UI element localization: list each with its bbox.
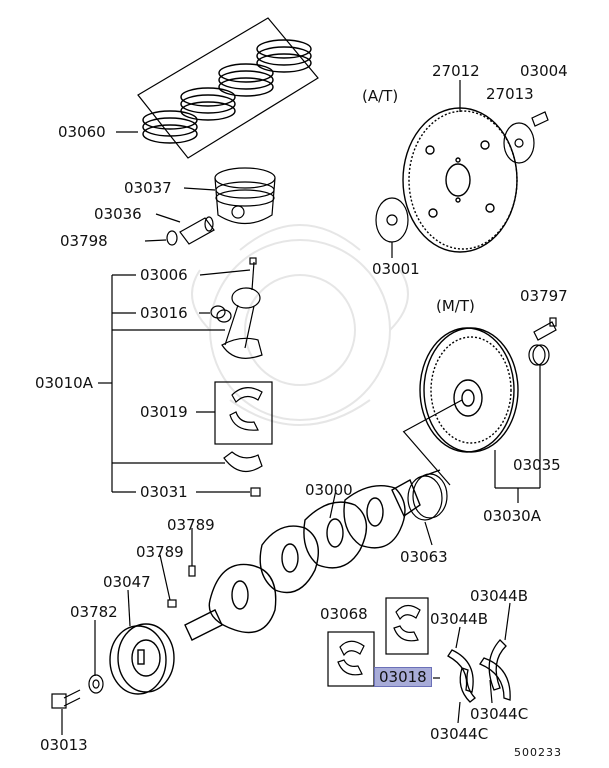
key-icon[interactable] (188, 565, 196, 577)
label-03798[interactable]: 03798 (60, 232, 108, 250)
label-03789[interactable]: 03789 (167, 516, 215, 534)
label-03044B[interactable]: 03044B (430, 610, 489, 628)
oil-seal-icon[interactable] (407, 473, 448, 521)
leader-03000 (417, 469, 441, 479)
label-03047[interactable]: 03047 (103, 573, 151, 591)
drive-plate-bolt-icon[interactable] (531, 111, 549, 127)
label-03789[interactable]: 03789 (136, 543, 184, 561)
bracket-03010A (98, 274, 225, 493)
piston-icon[interactable] (214, 167, 276, 225)
rod-bolt-icon[interactable] (249, 257, 257, 291)
snap-ring-icon[interactable] (166, 230, 178, 246)
label-03001[interactable]: 03001 (372, 260, 420, 278)
rod-cap-icon[interactable] (223, 451, 263, 473)
variant-at-label: (A/T) (362, 87, 399, 105)
leaders-03044 (455, 602, 511, 724)
crankshaft-icon[interactable] (184, 479, 421, 641)
label-03060[interactable]: 03060 (58, 123, 106, 141)
label-03068[interactable]: 03068 (320, 605, 368, 623)
label-03044C[interactable]: 03044C (470, 705, 529, 723)
rod-nut-icon[interactable] (250, 487, 261, 497)
label-27012[interactable]: 27012 (432, 62, 480, 80)
thrust-washer-icon[interactable] (447, 639, 511, 703)
piston-pin-icon[interactable] (179, 216, 215, 245)
diagram-code: 500233 (514, 746, 562, 759)
label-03044C[interactable]: 03044C (430, 725, 489, 743)
label-03019[interactable]: 03019 (140, 403, 188, 421)
rod-bearing-icon[interactable] (229, 387, 263, 431)
watermark-logo (191, 224, 409, 426)
label-03782[interactable]: 03782 (70, 603, 118, 621)
mt-flywheel-icon[interactable] (419, 327, 519, 453)
bearing-box-03068 (327, 631, 375, 687)
label-03063[interactable]: 03063 (400, 548, 448, 566)
label-03013[interactable]: 03013 (40, 736, 88, 754)
pilot-bearing-icon[interactable] (528, 344, 550, 366)
label-03044B[interactable]: 03044B (470, 587, 529, 605)
label-03030A[interactable]: 03030A (483, 507, 541, 525)
piston-rings-icon[interactable] (137, 17, 319, 159)
connecting-rod-icon[interactable] (221, 287, 263, 359)
label-03010A[interactable]: 03010A (35, 374, 93, 392)
drive-plate-icon[interactable] (402, 107, 518, 253)
bearing-box-03019 (214, 381, 273, 445)
spacer-plate-icon[interactable] (375, 197, 409, 243)
label-03031[interactable]: 03031 (140, 483, 188, 501)
variant-mt-label: (M/T) (436, 297, 475, 315)
leaders-left (61, 131, 337, 735)
flywheel-bolt-icon[interactable] (533, 317, 557, 341)
washer-icon[interactable] (88, 674, 104, 694)
label-03018-highlighted[interactable]: 03018 (374, 667, 432, 687)
crank-pulley-icon[interactable] (109, 623, 175, 695)
leaders-flywheel (402, 365, 541, 503)
label-03004[interactable]: 03004 (520, 62, 568, 80)
main-bearing-icon[interactable] (337, 640, 365, 676)
label-03035[interactable]: 03035 (513, 456, 561, 474)
label-03797[interactable]: 03797 (520, 287, 568, 305)
pulley-bolt-icon[interactable] (51, 689, 81, 709)
bearing-box-03018 (385, 597, 429, 655)
label-03016[interactable]: 03016 (140, 304, 188, 322)
label-03006[interactable]: 03006 (140, 266, 188, 284)
rod-bushing-icon[interactable] (210, 305, 232, 323)
label-03000[interactable]: 03000 (305, 481, 353, 499)
adapter-plate-icon[interactable] (503, 122, 535, 164)
key-icon[interactable] (167, 599, 177, 608)
label-27013[interactable]: 27013 (486, 85, 534, 103)
leader-03063 (424, 521, 433, 546)
main-bearing-icon[interactable] (393, 604, 421, 642)
label-03036[interactable]: 03036 (94, 205, 142, 223)
label-03037[interactable]: 03037 (124, 179, 172, 197)
